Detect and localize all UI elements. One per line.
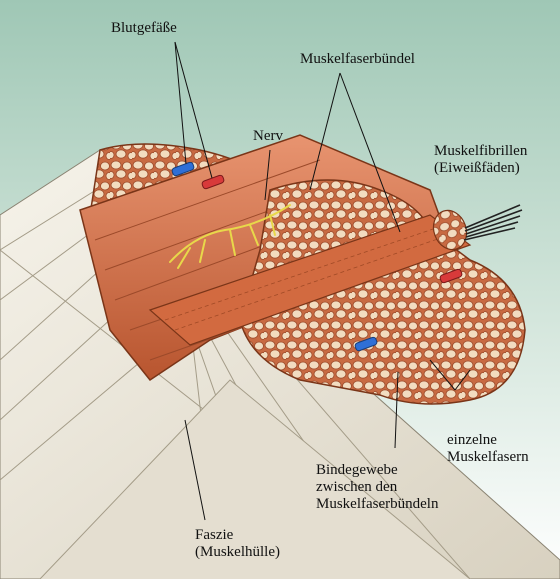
label-faszie: Faszie (Muskelhülle) <box>195 527 280 561</box>
label-nerv: Nerv <box>253 128 283 145</box>
label-muskelfibrillen: Muskelfibrillen (Eiweißfäden) <box>434 143 527 177</box>
label-bindegewebe: Bindegewebe zwischen den Muskelfaserbünd… <box>316 462 438 513</box>
label-blutgefaesse: Blutgefäße <box>111 20 177 37</box>
label-einzelne-muskelfasern: einzelne Muskelfasern <box>447 432 529 466</box>
label-muskelfaserbuendel: Muskelfaserbündel <box>300 51 415 68</box>
